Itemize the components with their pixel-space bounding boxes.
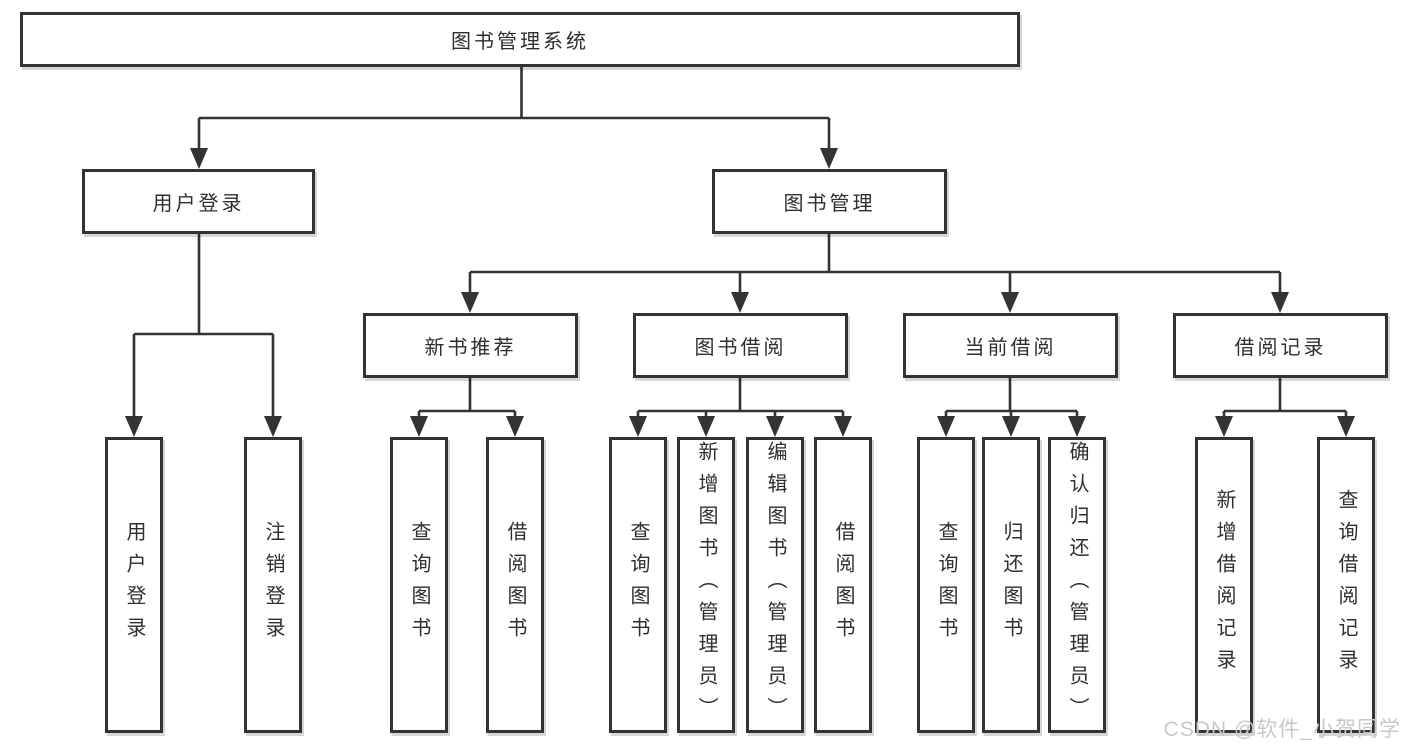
arrowhead: [506, 416, 524, 437]
arrowhead: [937, 416, 955, 437]
leaf-label: 新增图书（管理员）: [695, 441, 717, 729]
leaf-label: 查询图书: [627, 521, 649, 649]
arrowhead: [1068, 416, 1086, 437]
leaf-query-borrow-record: 查询借阅记录: [1317, 437, 1375, 733]
leaf-label: 新增借阅记录: [1213, 489, 1235, 681]
arrowhead: [697, 416, 715, 437]
node-module-borrow-records: 借阅记录: [1173, 313, 1388, 378]
arrowhead: [834, 416, 852, 437]
leaf-borrow-books: 借阅图书: [814, 437, 872, 733]
arrowhead: [1002, 416, 1020, 437]
node-module-current-borrow: 当前借阅: [903, 313, 1118, 378]
leaf-borrow-books-recommend: 借阅图书: [486, 437, 544, 733]
leaf-return-books: 归还图书: [982, 437, 1040, 733]
arrowhead: [1215, 416, 1233, 437]
arrowhead: [190, 148, 208, 169]
arrowhead: [820, 148, 838, 169]
arrowhead: [264, 416, 282, 437]
node-module-book-borrow: 图书借阅: [633, 313, 848, 378]
leaf-label: 编辑图书（管理员）: [764, 441, 786, 729]
leaf-edit-books-admin: 编辑图书（管理员）: [746, 437, 804, 733]
leaf-label: 用户登录: [123, 521, 145, 649]
arrowhead: [410, 416, 428, 437]
leaf-logout: 注销登录: [244, 437, 302, 733]
leaf-confirm-return-admin: 确认归还（管理员）: [1048, 437, 1106, 733]
node-user-login: 用户登录: [82, 169, 315, 234]
leaf-label: 查询图书: [935, 521, 957, 649]
leaf-label: 确认归还（管理员）: [1066, 441, 1088, 729]
arrowhead: [1001, 292, 1019, 313]
leaf-query-books-recommend: 查询图书: [390, 437, 448, 733]
node-module-new-book-recommend: 新书推荐: [363, 313, 578, 378]
leaf-label: 借阅图书: [504, 521, 526, 649]
leaf-user-login: 用户登录: [105, 437, 163, 733]
arrowhead: [766, 416, 784, 437]
arrowhead: [1271, 292, 1289, 313]
leaf-label: 查询借阅记录: [1335, 489, 1357, 681]
leaf-label: 归还图书: [1000, 521, 1022, 649]
leaf-label: 注销登录: [262, 521, 284, 649]
arrowhead: [1337, 416, 1355, 437]
node-root: 图书管理系统: [20, 12, 1020, 67]
leaf-add-books-admin: 新增图书（管理员）: [677, 437, 735, 733]
arrowhead: [125, 416, 143, 437]
arrowhead: [629, 416, 647, 437]
leaf-label: 借阅图书: [832, 521, 854, 649]
leaf-add-borrow-record: 新增借阅记录: [1195, 437, 1253, 733]
arrowhead: [461, 292, 479, 313]
csdn-watermark: CSDN @软件_小贺同学: [1163, 718, 1401, 741]
leaf-query-books-borrow: 查询图书: [609, 437, 667, 733]
node-book-management: 图书管理: [712, 169, 947, 234]
leaf-query-books-current: 查询图书: [917, 437, 975, 733]
leaf-label: 查询图书: [408, 521, 430, 649]
arrowhead: [731, 292, 749, 313]
